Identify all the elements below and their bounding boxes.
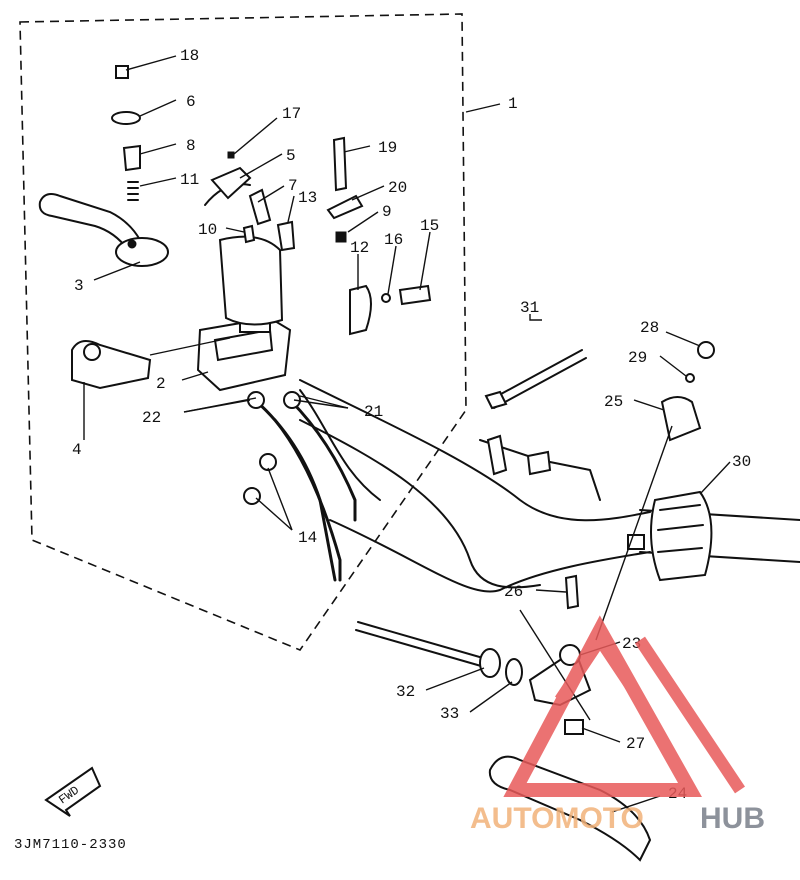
part-label: 9 xyxy=(382,203,392,221)
part-label: 16 xyxy=(384,231,403,249)
watermark-logo: AUTOMOTO HUB xyxy=(470,615,765,835)
master-cylinder xyxy=(196,183,292,392)
switch-lead xyxy=(479,434,601,501)
part-label: 20 xyxy=(388,179,407,197)
part-label: 33 xyxy=(440,705,459,723)
part-label: 4 xyxy=(72,441,82,459)
switch-housing xyxy=(627,490,713,582)
part-label: 5 xyxy=(286,147,296,165)
part-label: 18 xyxy=(180,47,199,65)
part-label: 25 xyxy=(604,393,623,411)
diagram-code: 3JM7110-2330 xyxy=(14,837,127,853)
part-label: 7 xyxy=(288,177,298,195)
part-label: 2 xyxy=(156,375,166,393)
small-parts xyxy=(111,65,432,505)
part-label: 1 xyxy=(508,95,518,113)
part-label: 14 xyxy=(298,529,317,547)
part-label: 26 xyxy=(504,583,523,601)
part-label: 13 xyxy=(298,189,317,207)
part-labels: 18 6 8 11 3 4 17 5 7 13 10 19 20 9 12 16… xyxy=(72,47,751,803)
watermark-text-b: HUB xyxy=(700,802,765,835)
part-label: 17 xyxy=(282,105,301,123)
part-label: 22 xyxy=(142,409,161,427)
holder-clamp xyxy=(71,340,152,390)
part-label: 32 xyxy=(396,683,415,701)
part-label: 21 xyxy=(364,403,383,421)
clutch-assembly xyxy=(355,341,715,862)
part-label: 27 xyxy=(626,735,645,753)
part-label: 30 xyxy=(732,453,751,471)
cable-tie xyxy=(484,349,587,410)
part-label: 15 xyxy=(420,217,439,235)
assembly-boundary xyxy=(19,13,467,651)
fwd-arrow: FWD xyxy=(44,766,102,817)
part-label: 28 xyxy=(640,319,659,337)
part-label: 19 xyxy=(378,139,397,157)
part-label: 10 xyxy=(198,221,217,239)
leader-lines xyxy=(83,55,731,813)
brake-lever xyxy=(38,193,169,267)
watermark-triangle xyxy=(503,615,702,797)
part-label: 8 xyxy=(186,137,196,155)
handlebar xyxy=(299,379,800,593)
part-label: 23 xyxy=(622,635,641,653)
part-label: 29 xyxy=(628,349,647,367)
part-label: 11 xyxy=(180,171,199,189)
part-label: 6 xyxy=(186,93,196,111)
brake-hoses xyxy=(253,398,357,582)
watermark-text-a: AUTOMOTO xyxy=(470,802,644,835)
part-label: 3 xyxy=(74,277,84,295)
part-label: 12 xyxy=(350,239,369,257)
part-label: 31 xyxy=(520,299,539,317)
